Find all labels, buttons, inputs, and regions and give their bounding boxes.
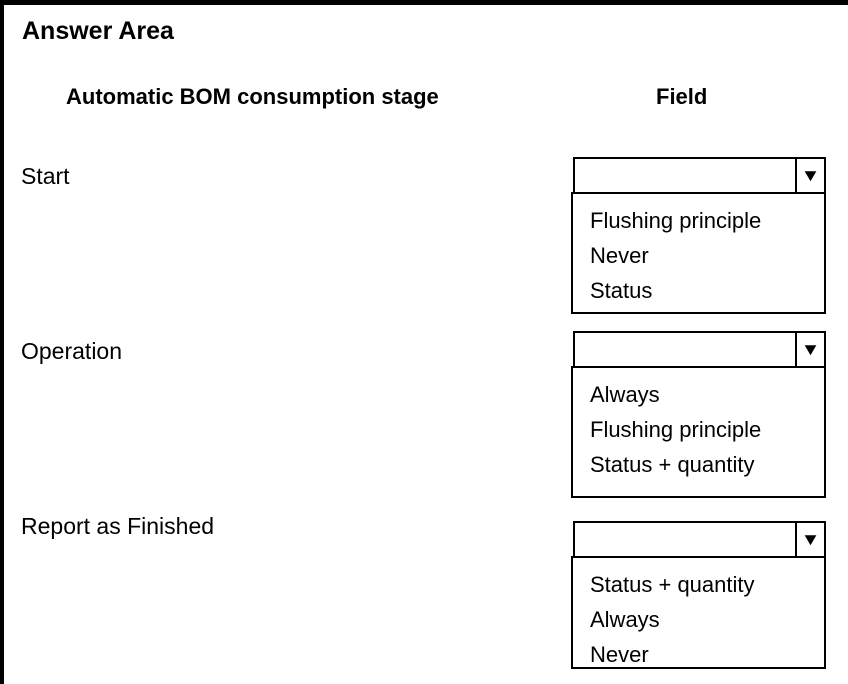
field-combobox-operation[interactable]: ▼ xyxy=(573,331,826,368)
dropdown-arrow-button-start[interactable]: ▼ xyxy=(795,159,824,192)
option-item[interactable]: Status + quantity xyxy=(590,572,755,597)
options-list-operation: Always Flushing principle Status + quant… xyxy=(571,366,826,498)
dropdown-arrow-button-operation[interactable]: ▼ xyxy=(795,333,824,366)
option-item[interactable]: Status + quantity xyxy=(590,452,755,477)
option-item[interactable]: Always xyxy=(590,382,660,407)
chevron-down-icon: ▼ xyxy=(800,166,821,185)
column-header-field: Field xyxy=(656,84,708,109)
option-item[interactable]: Always xyxy=(590,607,660,632)
column-header-stage: Automatic BOM consumption stage xyxy=(66,84,439,109)
chevron-down-icon: ▼ xyxy=(800,340,821,359)
option-item[interactable]: Flushing principle xyxy=(590,417,762,442)
dropdown-arrow-button-report-as-finished[interactable]: ▼ xyxy=(795,523,824,556)
stage-label-start: Start xyxy=(21,163,70,189)
field-combobox-report-as-finished[interactable]: ▼ xyxy=(573,521,826,558)
field-combobox-start[interactable]: ▼ xyxy=(573,157,826,194)
page-title: Answer Area xyxy=(22,17,174,45)
chevron-down-icon: ▼ xyxy=(800,530,821,549)
option-item[interactable]: Status xyxy=(590,278,653,303)
stage-label-operation: Operation xyxy=(21,338,123,364)
option-item[interactable]: Never xyxy=(590,243,649,268)
option-item[interactable]: Never xyxy=(590,642,649,667)
option-item[interactable]: Flushing principle xyxy=(590,208,762,233)
stage-label-report-as-finished: Report as Finished xyxy=(21,513,215,539)
options-list-start: Flushing principle Never Status xyxy=(571,192,826,314)
options-list-report-as-finished: Status + quantity Always Never xyxy=(571,556,826,669)
